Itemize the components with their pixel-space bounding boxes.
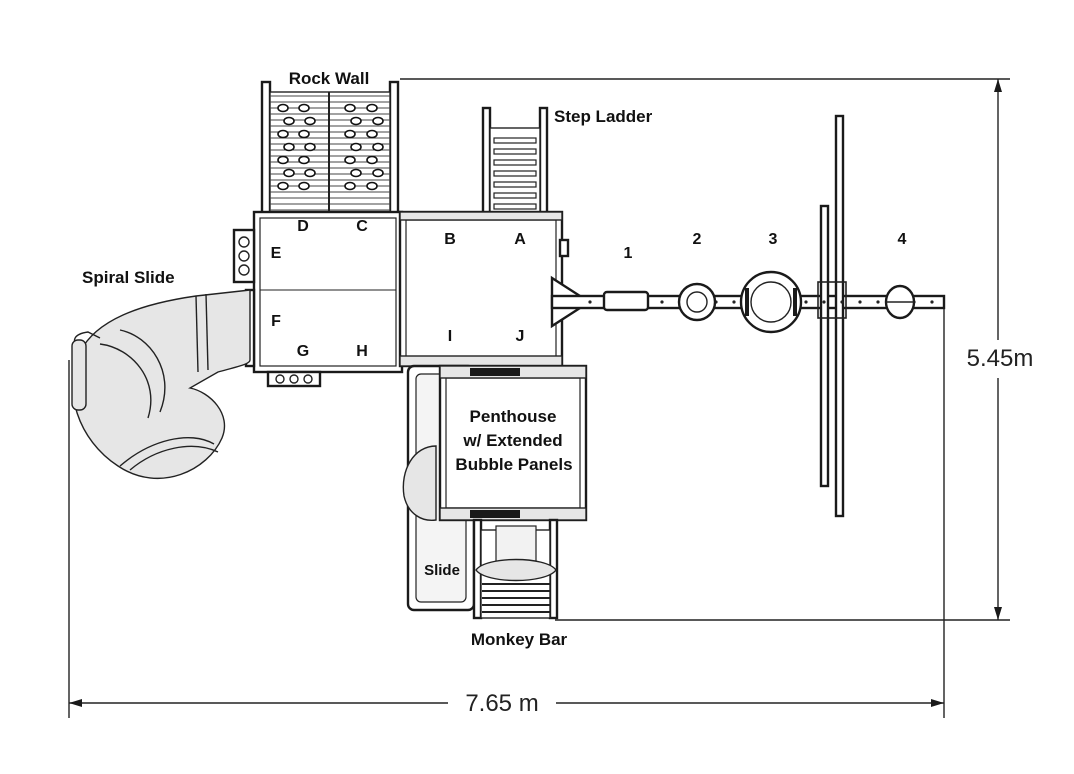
width-dimension-label: 7.65 m — [465, 690, 538, 717]
ladder-step — [493, 148, 537, 155]
main-deck-right — [398, 210, 570, 368]
label-rock-wall: Rock Wall — [289, 69, 370, 88]
climbing-hold — [344, 103, 356, 113]
climbing-hold — [350, 142, 362, 152]
label-penthouse-line1: Penthouse — [470, 407, 557, 426]
disc-swing — [677, 282, 717, 322]
rock-wall — [260, 80, 400, 216]
label-penthouse-line3: Bubble Panels — [455, 455, 572, 474]
swing-position-2: 2 — [693, 231, 702, 248]
depth-arrow-bottom — [994, 607, 1002, 620]
ladder-step — [493, 137, 537, 144]
ladder-step — [493, 192, 537, 199]
climbing-hold — [298, 181, 310, 191]
climbing-hold — [350, 116, 362, 126]
deck-letter-b: B — [444, 231, 456, 248]
climbing-hold — [366, 129, 378, 139]
climbing-hold — [344, 129, 356, 139]
label-spiral-slide: Spiral Slide — [82, 268, 175, 287]
beam-bolt — [660, 300, 664, 304]
spiral-slide — [71, 289, 251, 479]
deck-letter-j: J — [516, 328, 525, 345]
diagram-labels: Rock Wall Step Ladder Spiral Slide Penth… — [82, 69, 1033, 717]
depth-dimension-label: 5.45m — [967, 345, 1034, 372]
climbing-hold — [283, 116, 295, 126]
beam-bolt — [822, 300, 826, 304]
climbing-hold — [344, 181, 356, 191]
swing-position-1: 1 — [624, 245, 633, 262]
beam-bolt — [732, 300, 736, 304]
ladder-step — [493, 181, 537, 188]
climbing-hold — [372, 116, 384, 126]
trapeze-swing — [884, 284, 916, 320]
climbing-hold — [298, 103, 310, 113]
deck-letter-c: C — [356, 218, 368, 235]
climbing-hold — [283, 142, 295, 152]
climbing-hold — [304, 142, 316, 152]
ladder-step — [493, 203, 537, 210]
ladder-step — [493, 159, 537, 166]
climbing-hold — [366, 155, 378, 165]
beam-bolt — [876, 300, 880, 304]
depth-arrow-top — [994, 79, 1002, 92]
label-slide: Slide — [424, 562, 460, 579]
label-penthouse-line2: w/ Extended — [462, 431, 562, 450]
swings — [602, 270, 916, 334]
climbing-hold — [277, 181, 289, 191]
climbing-hold — [283, 168, 295, 178]
deck-letter-d: D — [297, 218, 309, 235]
label-monkey-bar: Monkey Bar — [471, 630, 568, 649]
deck-letter-i: I — [448, 328, 452, 345]
monkey-bar — [472, 518, 559, 620]
beam-bolt — [804, 300, 808, 304]
climbing-hold — [298, 155, 310, 165]
climbing-hold — [350, 168, 362, 178]
penthouse — [438, 364, 588, 522]
climbing-hold — [304, 168, 316, 178]
main-deck-left — [232, 210, 404, 388]
deck-letter-h: H — [356, 343, 368, 360]
climbing-hold — [372, 142, 384, 152]
deck-letter-g: G — [297, 343, 309, 360]
climbing-hold — [366, 103, 378, 113]
climbing-hold — [304, 116, 316, 126]
climbing-hold — [298, 129, 310, 139]
step-ladder — [481, 106, 549, 216]
beam-bolt — [930, 300, 934, 304]
width-arrow-right — [931, 699, 944, 707]
label-step-ladder: Step Ladder — [554, 107, 653, 126]
deck-letter-e: E — [271, 245, 282, 262]
dimension-lines — [68, 78, 1010, 718]
beam-bolt — [588, 300, 592, 304]
climbing-hold — [344, 155, 356, 165]
beam-bolt — [840, 300, 844, 304]
ladder-step — [493, 170, 537, 177]
belt-swing — [602, 290, 650, 312]
swing-position-4: 4 — [898, 231, 907, 248]
climbing-hold — [277, 103, 289, 113]
deck-letter-a: A — [514, 231, 526, 248]
tire-swing — [739, 270, 803, 334]
climbing-hold — [277, 155, 289, 165]
swing-position-3: 3 — [769, 231, 778, 248]
beam-bolt — [858, 300, 862, 304]
climbing-hold — [366, 181, 378, 191]
width-arrow-left — [69, 699, 82, 707]
deck-letter-f: F — [271, 313, 281, 330]
climbing-hold — [372, 168, 384, 178]
climbing-hold — [277, 129, 289, 139]
